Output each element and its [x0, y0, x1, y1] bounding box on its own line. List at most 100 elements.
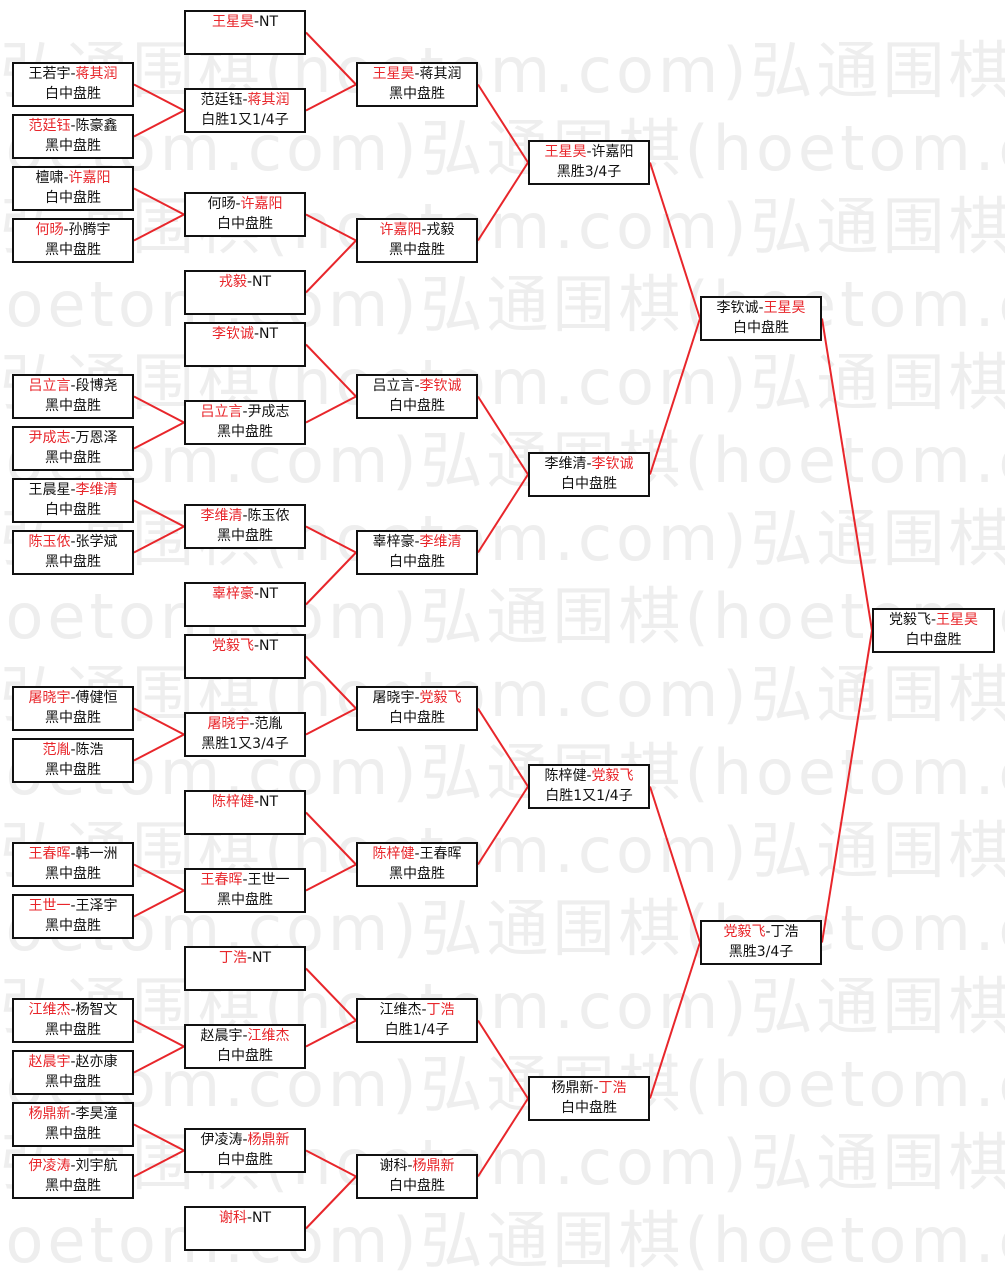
player-two: 王春晖 [419, 846, 462, 862]
player-one: 屠晓宇 [207, 716, 250, 732]
separator: - [930, 612, 937, 628]
player-two: 王星昊 [763, 300, 806, 316]
match-box: 杨鼎新-丁浩白中盘胜 [528, 1076, 650, 1121]
match-players: 陈玉侬-张学斌 [14, 532, 132, 552]
player-two: 韩一洲 [75, 846, 118, 862]
match-result: 白中盘胜 [217, 216, 273, 232]
match-players: 陈梓健-NT [186, 792, 304, 812]
match-players: 王星昊-蒋其润 [358, 64, 476, 84]
player-one: 李钦诚 [211, 326, 254, 342]
separator: - [70, 378, 76, 394]
match-box: 党毅飞-丁浩黑胜3/4子 [700, 920, 822, 965]
match-result: 黑中盘胜 [45, 554, 101, 570]
player-two: 陈玉侬 [247, 508, 290, 524]
player-one: 戎毅 [218, 274, 247, 290]
player-two: 戎毅 [426, 222, 455, 238]
player-one: 王世一 [28, 898, 71, 914]
separator: - [70, 742, 76, 758]
match-players: 屠晓宇-党毅飞 [358, 688, 476, 708]
separator: - [246, 274, 253, 290]
player-two: 李维清 [75, 482, 118, 498]
connector-line [649, 318, 701, 475]
separator: - [246, 950, 253, 966]
match-result: 黑中盘胜 [45, 1022, 101, 1038]
match-result: 白中盘胜 [217, 1048, 273, 1064]
player-two: 李昊潼 [75, 1106, 118, 1122]
player-one: 谢科 [379, 1158, 408, 1174]
separator: - [70, 1106, 76, 1122]
player-one: 辜梓豪 [211, 586, 254, 602]
separator: - [407, 1158, 413, 1174]
player-one: 王星昊 [211, 14, 254, 30]
separator: - [63, 170, 69, 186]
separator: - [253, 326, 260, 342]
match-result: 黑中盘胜 [45, 710, 101, 726]
connector-line [133, 499, 185, 528]
player-two: 丁浩 [426, 1002, 455, 1018]
player-two: 蒋其润 [419, 66, 462, 82]
match-result: 白中盘胜 [389, 554, 445, 570]
player-one: 陈梓健 [372, 846, 415, 862]
match-players: 党毅飞-丁浩 [702, 922, 820, 942]
separator: - [593, 1080, 599, 1096]
separator: - [414, 378, 420, 394]
match-box: 屠晓宇-范胤黑胜1又3/4子 [184, 712, 306, 757]
match-box: 李维清-陈玉侬黑中盘胜 [184, 504, 306, 549]
match-box: 戎毅-NT [184, 270, 306, 315]
match-players: 范廷钰-蒋其润 [186, 90, 304, 110]
match-result: 黑中盘胜 [45, 398, 101, 414]
match-players: 李维清-陈玉侬 [186, 506, 304, 526]
match-result: 白中盘胜 [45, 190, 101, 206]
connector-line [133, 1149, 185, 1178]
match-players: 王春晖-韩一洲 [14, 844, 132, 864]
player-two: 许嘉阳 [240, 196, 283, 212]
watermark-text: 弘通围棋(hoetom.com)弘通围棋(hoetom.com) [0, 346, 1005, 419]
separator: - [414, 846, 420, 862]
match-box: 党毅飞-王星昊白中盘胜 [872, 608, 995, 653]
player-one: 江维杰 [28, 1002, 71, 1018]
match-players: 赵晨宇-赵亦康 [14, 1052, 132, 1072]
match-box: 王星昊-蒋其润黑中盘胜 [356, 62, 478, 107]
match-result: 黑中盘胜 [45, 1074, 101, 1090]
match-players: 杨鼎新-李昊潼 [14, 1104, 132, 1124]
player-one: 赵晨宇 [200, 1028, 243, 1044]
player-two: 许嘉阳 [591, 144, 634, 160]
player-one: 谢科 [218, 1210, 247, 1226]
player-two: NT [259, 794, 279, 810]
player-two: 李维清 [419, 534, 462, 550]
player-one: 杨鼎新 [551, 1080, 594, 1096]
player-two: 万恩泽 [75, 430, 118, 446]
player-two: NT [259, 638, 279, 654]
player-two: NT [252, 1210, 272, 1226]
player-two: NT [252, 950, 272, 966]
match-box: 屠晓宇-傅健恒黑中盘胜 [12, 686, 134, 731]
player-one: 范廷钰 [28, 118, 71, 134]
watermark-text: 弘通围棋(hoetom.com)弘通围棋(hoetom.com) [0, 970, 1005, 1043]
match-box: 赵晨宇-江维杰白中盘胜 [184, 1024, 306, 1069]
connector-line [133, 707, 185, 736]
match-players: 王春晖-王世一 [186, 870, 304, 890]
match-players: 李钦诚-NT [186, 324, 304, 344]
watermark-text: 弘通围棋(hoetom.com)弘通围棋(hoetom.com) [0, 580, 1005, 653]
player-two: NT [252, 274, 272, 290]
match-result: 白中盘胜 [389, 1178, 445, 1194]
connector-line [305, 551, 357, 606]
match-players: 范胤-陈浩 [14, 740, 132, 760]
watermark-text: 弘通围棋(hoetom.com)弘通围棋(hoetom.com) [0, 268, 1005, 341]
match-result: 黑中盘胜 [389, 242, 445, 258]
match-players: 陈梓健-党毅飞 [530, 766, 648, 786]
match-players: 檀啸-许嘉阳 [14, 168, 132, 188]
separator: - [421, 1002, 427, 1018]
player-two: 杨鼎新 [247, 1132, 290, 1148]
player-two: 傅健恒 [75, 690, 118, 706]
connector-line [133, 863, 185, 892]
match-result: 黑胜3/4子 [728, 944, 794, 960]
player-one: 党毅飞 [888, 612, 931, 628]
connector-line [133, 395, 185, 424]
match-players: 屠晓宇-傅健恒 [14, 688, 132, 708]
match-result: 黑中盘胜 [217, 528, 273, 544]
match-players: 党毅飞-NT [186, 636, 304, 656]
player-two: 段博尧 [75, 378, 118, 394]
match-box: 尹成志-万恩泽黑中盘胜 [12, 426, 134, 471]
connector-line [305, 707, 357, 736]
